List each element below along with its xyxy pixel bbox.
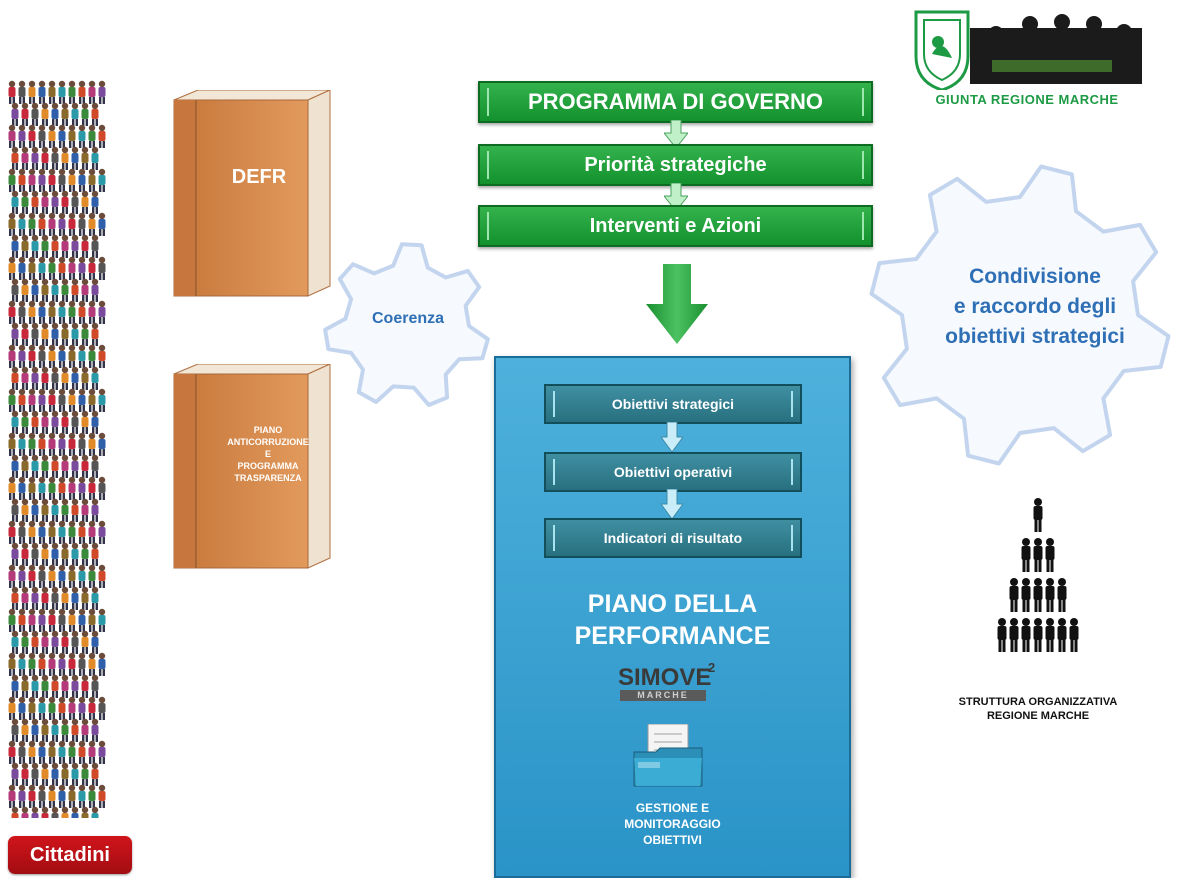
obiettivi-operativi-box: Obiettivi operativi <box>544 452 802 492</box>
big-arrow-down-icon <box>646 264 708 344</box>
defr-label: DEFR <box>231 166 287 188</box>
piano-book-icon <box>173 364 331 569</box>
arrow-down-icon <box>664 120 688 148</box>
simove-sub: MARCHE <box>620 690 706 701</box>
simove-text: SIMOVE <box>618 664 712 691</box>
cittadini-label: Cittadini <box>30 843 110 866</box>
giunta-label: GIUNTA REGIONE MARCHE <box>935 92 1119 107</box>
gear-big-icon <box>869 164 1171 466</box>
piano-performance-title: PIANO DELLA PERFORMANCE <box>574 590 771 650</box>
arrow-down-icon <box>661 422 683 452</box>
interventi-label: Interventi e Azioni <box>589 214 762 237</box>
simove-sup: 2 <box>708 660 716 675</box>
arrow-down-icon <box>664 183 688 211</box>
indicatori-risultato-box: Indicatori di risultato <box>544 518 802 558</box>
condivisione-label: Condivisione e raccordo degli obiettivi … <box>945 265 1125 348</box>
piano-label: PIANO ANTICORRUZIONE E PROGRAMMA TRASPAR… <box>227 425 309 483</box>
obiettivi-strategici-box: Obiettivi strategici <box>544 384 802 424</box>
crowd-icon <box>8 80 106 818</box>
indicatori-label: Indicatori di risultato <box>603 530 743 546</box>
priorita-label: Priorità strategiche <box>584 153 767 176</box>
gear-small-icon <box>323 242 490 407</box>
defr-book-icon <box>173 90 331 297</box>
obiettivi-strategici-label: Obiettivi strategici <box>611 396 735 412</box>
gestione-monitoraggio-label: GESTIONE E MONITORAGGIO OBIETTIVI <box>624 801 721 847</box>
interventi-azioni-box: Interventi e Azioni <box>478 205 873 247</box>
priorita-strategiche-box: Priorità strategiche <box>478 144 873 186</box>
programma-di-governo-box: PROGRAMMA DI GOVERNO <box>478 81 873 123</box>
folder-document-icon <box>633 724 703 787</box>
cittadini-badge: Cittadini <box>8 836 132 874</box>
obiettivi-operativi-label: Obiettivi operativi <box>613 464 733 480</box>
coerenza-label: Coerenza <box>371 310 445 327</box>
struttura-label: STRUTTURA ORGANIZZATIVA REGIONE MARCHE <box>958 696 1118 722</box>
org-pyramid-icon <box>997 498 1079 652</box>
programma-label: PROGRAMMA DI GOVERNO <box>528 89 823 114</box>
arrow-down-icon <box>661 489 683 519</box>
piano-performance-panel: Obiettivi strategici Obiettivi operativi… <box>494 356 851 878</box>
giunta-regione-marche-logo <box>914 10 1142 90</box>
